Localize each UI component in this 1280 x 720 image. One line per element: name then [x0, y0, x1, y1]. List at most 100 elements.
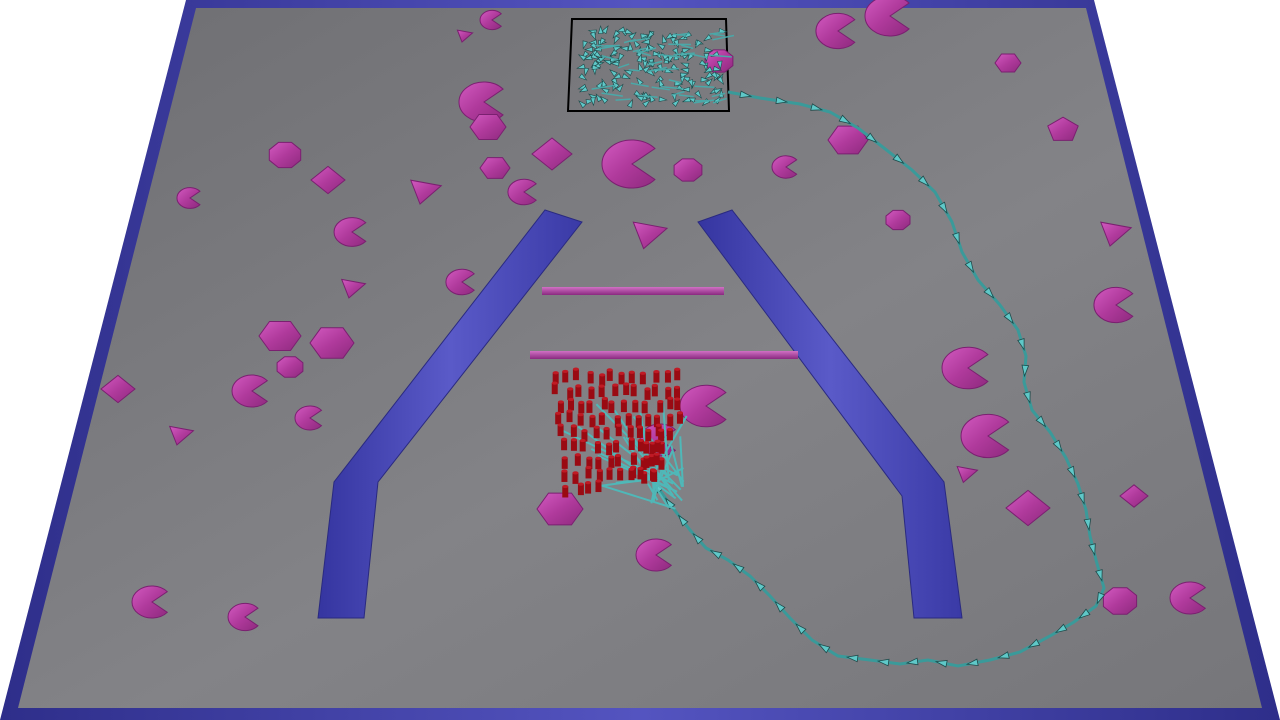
agent [570, 438, 577, 451]
obstacle [601, 139, 656, 189]
path-arrow [597, 24, 604, 34]
agent [657, 399, 664, 413]
agent [589, 414, 596, 428]
agent [674, 385, 681, 399]
path-arrow [578, 86, 589, 93]
obstacle [885, 209, 911, 231]
path-segment [668, 79, 682, 84]
path-arrow [692, 532, 704, 545]
agent [572, 367, 579, 381]
agent [625, 413, 632, 426]
path-arrow [583, 67, 590, 77]
path-segment [660, 85, 684, 90]
obstacle [673, 158, 703, 182]
agent [567, 397, 574, 411]
obstacle [507, 178, 537, 206]
agent [561, 456, 568, 469]
agent [676, 411, 683, 424]
path-arrow [638, 62, 644, 72]
path-arrow [576, 63, 586, 69]
path-segment [595, 44, 607, 47]
path-segment [650, 483, 657, 504]
path-arrow [1017, 338, 1025, 351]
left-wall [317, 209, 583, 619]
obstacle [227, 602, 259, 632]
obstacle [771, 155, 798, 179]
path-segment [628, 68, 640, 72]
path-arrow [704, 78, 713, 87]
agent [653, 452, 660, 466]
path-arrow [774, 600, 786, 613]
path-segment [711, 92, 726, 98]
path-segment [670, 445, 683, 487]
path-arrow [628, 31, 637, 40]
path-arrow [964, 260, 975, 274]
obstacle [1005, 489, 1051, 527]
agent [596, 468, 603, 482]
obstacle [479, 157, 511, 179]
path-segment [709, 31, 725, 35]
agent [667, 413, 674, 427]
path-segment [595, 482, 676, 510]
agent [606, 368, 613, 381]
path-arrow [633, 38, 641, 48]
path-segment [673, 52, 695, 56]
obstacle [635, 538, 673, 572]
path-arrow [681, 86, 691, 93]
path-arrow [683, 31, 692, 39]
obstacle [309, 327, 355, 359]
path-arrow [679, 72, 690, 79]
obstacle [268, 141, 302, 169]
path-arrow [656, 43, 666, 51]
path-arrow [642, 65, 652, 74]
agent [658, 428, 665, 442]
path-segment [646, 60, 663, 66]
agent [572, 471, 579, 484]
path-arrow [710, 71, 719, 80]
agent [595, 456, 602, 470]
obstacle [410, 179, 443, 205]
path-arrow [712, 65, 723, 72]
obstacle [1119, 484, 1149, 508]
agent [594, 440, 601, 454]
path-arrow [1003, 311, 1014, 325]
agent [603, 426, 610, 440]
agent [664, 369, 671, 383]
path-arrow [652, 50, 662, 57]
path-segment [661, 402, 670, 482]
path-arrow [601, 25, 609, 35]
path-segment [637, 47, 657, 54]
path-segment [637, 94, 658, 99]
agent [614, 415, 621, 428]
agent [557, 400, 564, 414]
agent [608, 455, 615, 468]
path-arrow [664, 32, 674, 40]
agent [562, 484, 569, 498]
agent [613, 439, 620, 453]
path-segment [601, 92, 623, 97]
path-arrow [795, 623, 807, 635]
agent [639, 371, 646, 385]
path-arrow [590, 97, 596, 107]
obstacle [258, 321, 302, 351]
path-arrow [1095, 569, 1103, 582]
agent [586, 400, 593, 413]
path-segment [672, 33, 686, 37]
agent [595, 479, 602, 493]
obstacle [815, 12, 856, 50]
agent [577, 482, 584, 496]
path-arrow [671, 98, 681, 107]
path-arrow [636, 53, 642, 63]
obstacle [536, 492, 584, 526]
agent-path-layer [562, 24, 1106, 668]
agent [651, 383, 658, 397]
agent [653, 370, 660, 383]
path-arrow [732, 563, 745, 574]
agent [628, 467, 635, 481]
path-arrow [589, 31, 596, 41]
path-arrow [616, 26, 626, 32]
path-arrow [595, 93, 603, 103]
path-arrow [713, 88, 723, 95]
path-segment [657, 67, 679, 71]
agent [618, 371, 625, 385]
